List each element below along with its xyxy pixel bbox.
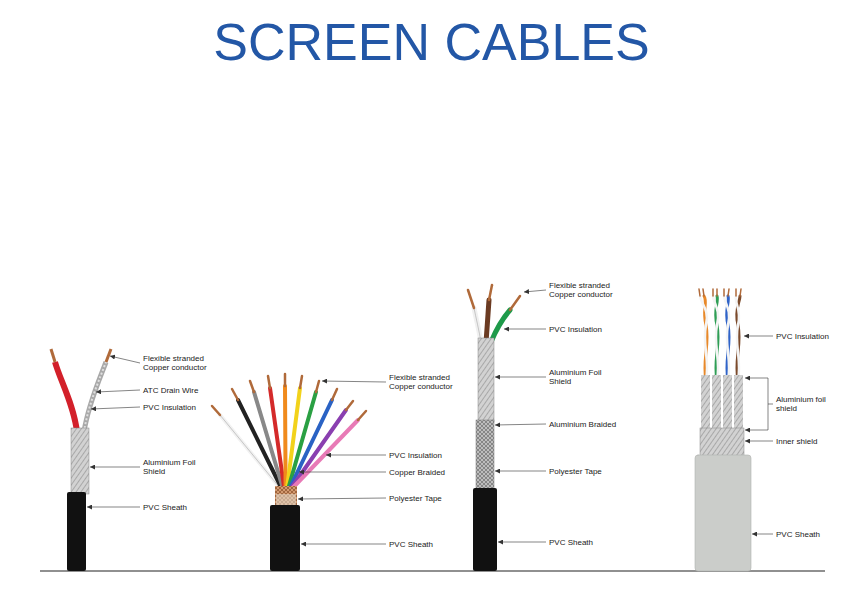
callout-label: Aluminium foil shield <box>776 395 834 413</box>
leader-lines <box>87 290 773 544</box>
callout-label: Flexible stranded Copper conductor <box>389 373 465 391</box>
callout-label: PVC Insulation <box>143 403 196 412</box>
callout-label: Flexible stranded Copper conductor <box>549 281 625 299</box>
callout-label: Inner shield <box>776 437 817 446</box>
callout-label: PVC Sheath <box>143 503 187 512</box>
callout-label: Polyester Tape <box>389 494 442 503</box>
callout-label: Polyester Tape <box>549 467 602 476</box>
callout-label: PVC Sheath <box>549 538 593 547</box>
callout-label: PVC Insulation <box>389 451 442 460</box>
callout-label: PVC Sheath <box>776 530 820 539</box>
callout-label: ATC Drain Wire <box>143 386 198 395</box>
callout-label: Flexible stranded Copper conductor <box>143 354 219 372</box>
cable-one <box>51 349 111 571</box>
callout-label: PVC Sheath <box>389 540 433 549</box>
callout-label: PVC Insulation <box>549 325 602 334</box>
diagram-title: SCREEN CABLES <box>0 12 863 72</box>
callout-label: Aluminium Foil Shield <box>143 458 205 476</box>
callout-label: Copper Braided <box>389 468 445 477</box>
cable-three <box>468 285 520 571</box>
callout-label: Aluminium Braided <box>549 420 616 429</box>
callout-label: PVC Insulation <box>776 332 829 341</box>
cable-four <box>695 289 751 571</box>
cable-two <box>212 374 366 571</box>
callout-label: Aluminium Foil Shield <box>549 368 611 386</box>
